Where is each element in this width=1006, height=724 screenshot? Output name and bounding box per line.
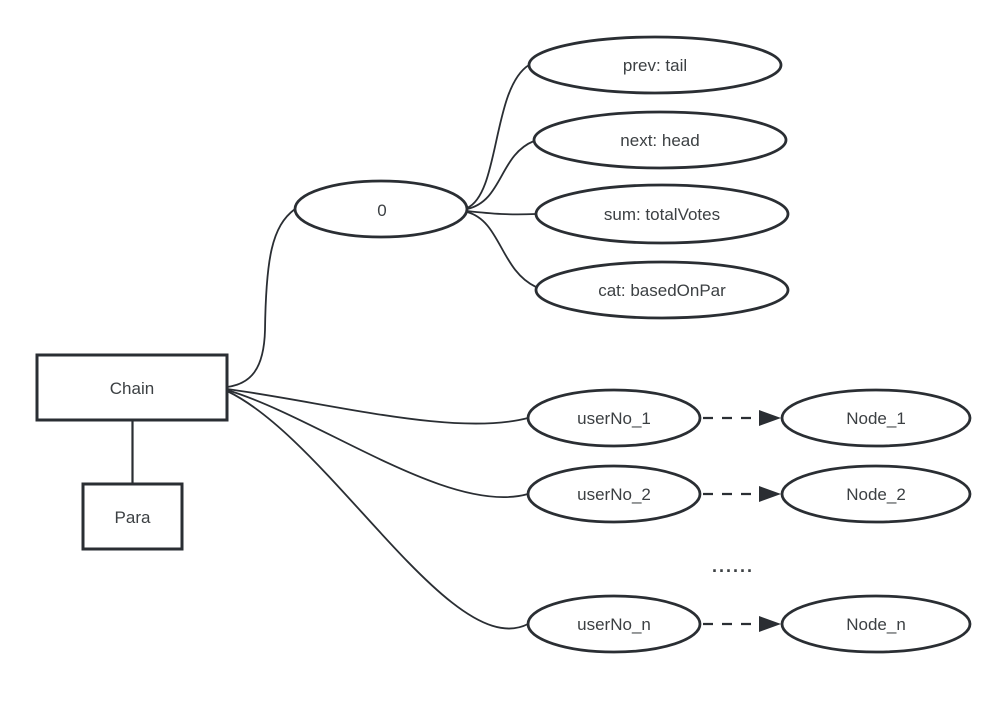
userno-n-label: userNo_n: [577, 615, 651, 634]
sum-totalvotes-ellipse: [534, 183, 790, 245]
userno-1-ellipse: [526, 388, 702, 448]
edge-zero-prev-tail: [466, 64, 530, 209]
zero-label: 0: [377, 201, 386, 220]
node-1-label: Node_1: [846, 409, 906, 428]
node-userno-2: userNo_2: [526, 464, 702, 524]
edge-chain-userno-n: [226, 390, 529, 630]
node-n-label: Node_n: [846, 615, 906, 634]
next-head-ellipse: [532, 110, 788, 170]
edge-chain-userno-1: [226, 388, 529, 425]
node-2-label: Node_2: [846, 485, 906, 504]
userno-2-label: userNo_2: [577, 485, 651, 504]
arrowhead-icon: [759, 410, 781, 426]
chain-box: [35, 353, 229, 422]
para-label: Para: [115, 508, 151, 527]
arrowhead-icon: [759, 616, 781, 632]
edge-zero-sum-totalvotes: [466, 210, 537, 216]
node-node-2: Node_2: [780, 464, 972, 524]
edge-zero-next-head: [466, 140, 535, 210]
node-2-ellipse: [780, 464, 972, 524]
zero-ellipse: [293, 179, 469, 239]
next-head-label: next: head: [620, 131, 699, 150]
chain-label: Chain: [110, 379, 154, 398]
node-n-ellipse: [780, 594, 972, 654]
node-zero: 0: [293, 179, 469, 239]
cat-basedonpar-ellipse: [534, 260, 790, 320]
prev-tail-label: prev: tail: [623, 56, 687, 75]
node-para: Para: [81, 482, 184, 551]
ellipsis-label: ......: [712, 556, 754, 576]
node-userno-n: userNo_n: [526, 594, 702, 654]
node-next-head: next: head: [532, 110, 788, 170]
sum-totalvotes-label: sum: totalVotes: [604, 205, 720, 224]
userno-n-ellipse: [526, 594, 702, 654]
node-chain: Chain: [35, 353, 229, 422]
edge-chain-userno-2: [226, 389, 529, 499]
node-node-n: Node_n: [780, 594, 972, 654]
node-node-1: Node_1: [780, 388, 972, 448]
node-cat-basedonpar: cat: basedOnPar: [534, 260, 790, 320]
node-sum-totalvotes: sum: totalVotes: [534, 183, 790, 245]
userno-1-label: userNo_1: [577, 409, 651, 428]
para-box: [81, 482, 184, 551]
node-userno-1: userNo_1: [526, 388, 702, 448]
node-1-ellipse: [780, 388, 972, 448]
node-prev-tail: prev: tail: [527, 35, 783, 95]
edge-chain-zero: [226, 208, 296, 388]
edge-zero-cat-basedonpar: [466, 211, 537, 288]
prev-tail-ellipse: [527, 35, 783, 95]
cat-basedonpar-label: cat: basedOnPar: [598, 281, 726, 300]
userno-2-ellipse: [526, 464, 702, 524]
arrowhead-icon: [759, 486, 781, 502]
